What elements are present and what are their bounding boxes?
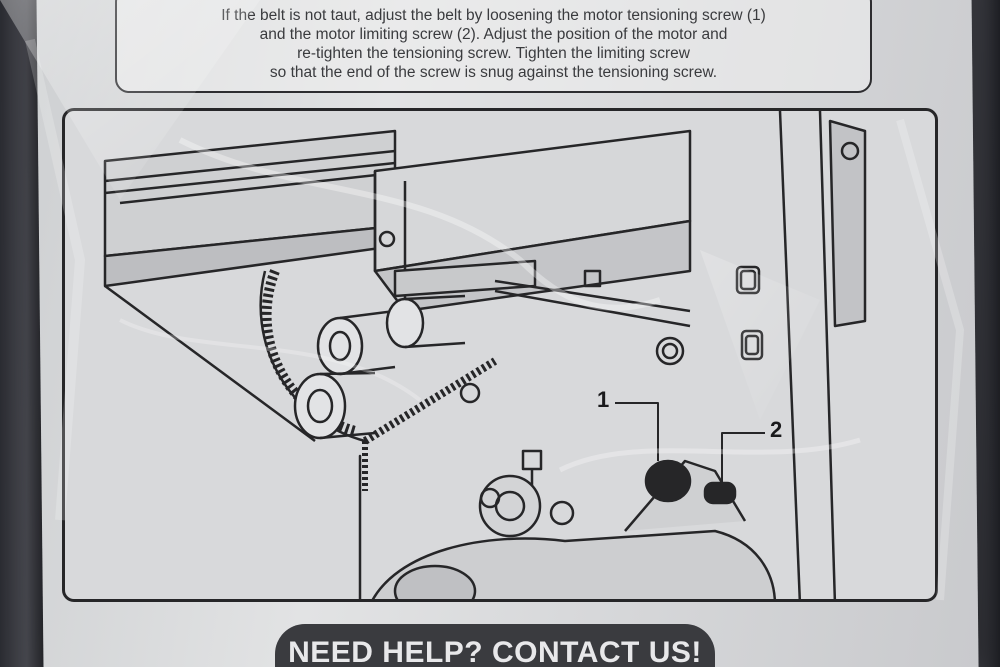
roller-upper [316, 294, 466, 376]
saw-diagram: 1 2 [62, 108, 938, 602]
callout-label-1: 1 [597, 387, 610, 412]
callout-label-2: 2 [770, 417, 783, 442]
contact-banner: NEED HELP? CONTACT US! [275, 624, 715, 667]
instruction-box: If the belt is not taut, adjust the belt… [115, 0, 872, 93]
limiting-screw-knob [703, 481, 737, 505]
saw-diagram-drawing [103, 111, 867, 599]
instruction-line: If the belt is not taut, adjust the belt… [221, 7, 766, 24]
instruction-line: so that the end of the screw is snug aga… [269, 64, 718, 81]
instruction-line: re-tighten the tensioning screw. Tighten… [297, 45, 690, 62]
roller-lower [293, 371, 376, 491]
tensioning-screw-knob [644, 459, 692, 503]
instruction-line: and the motor limiting screw (2). Adjust… [259, 26, 728, 43]
